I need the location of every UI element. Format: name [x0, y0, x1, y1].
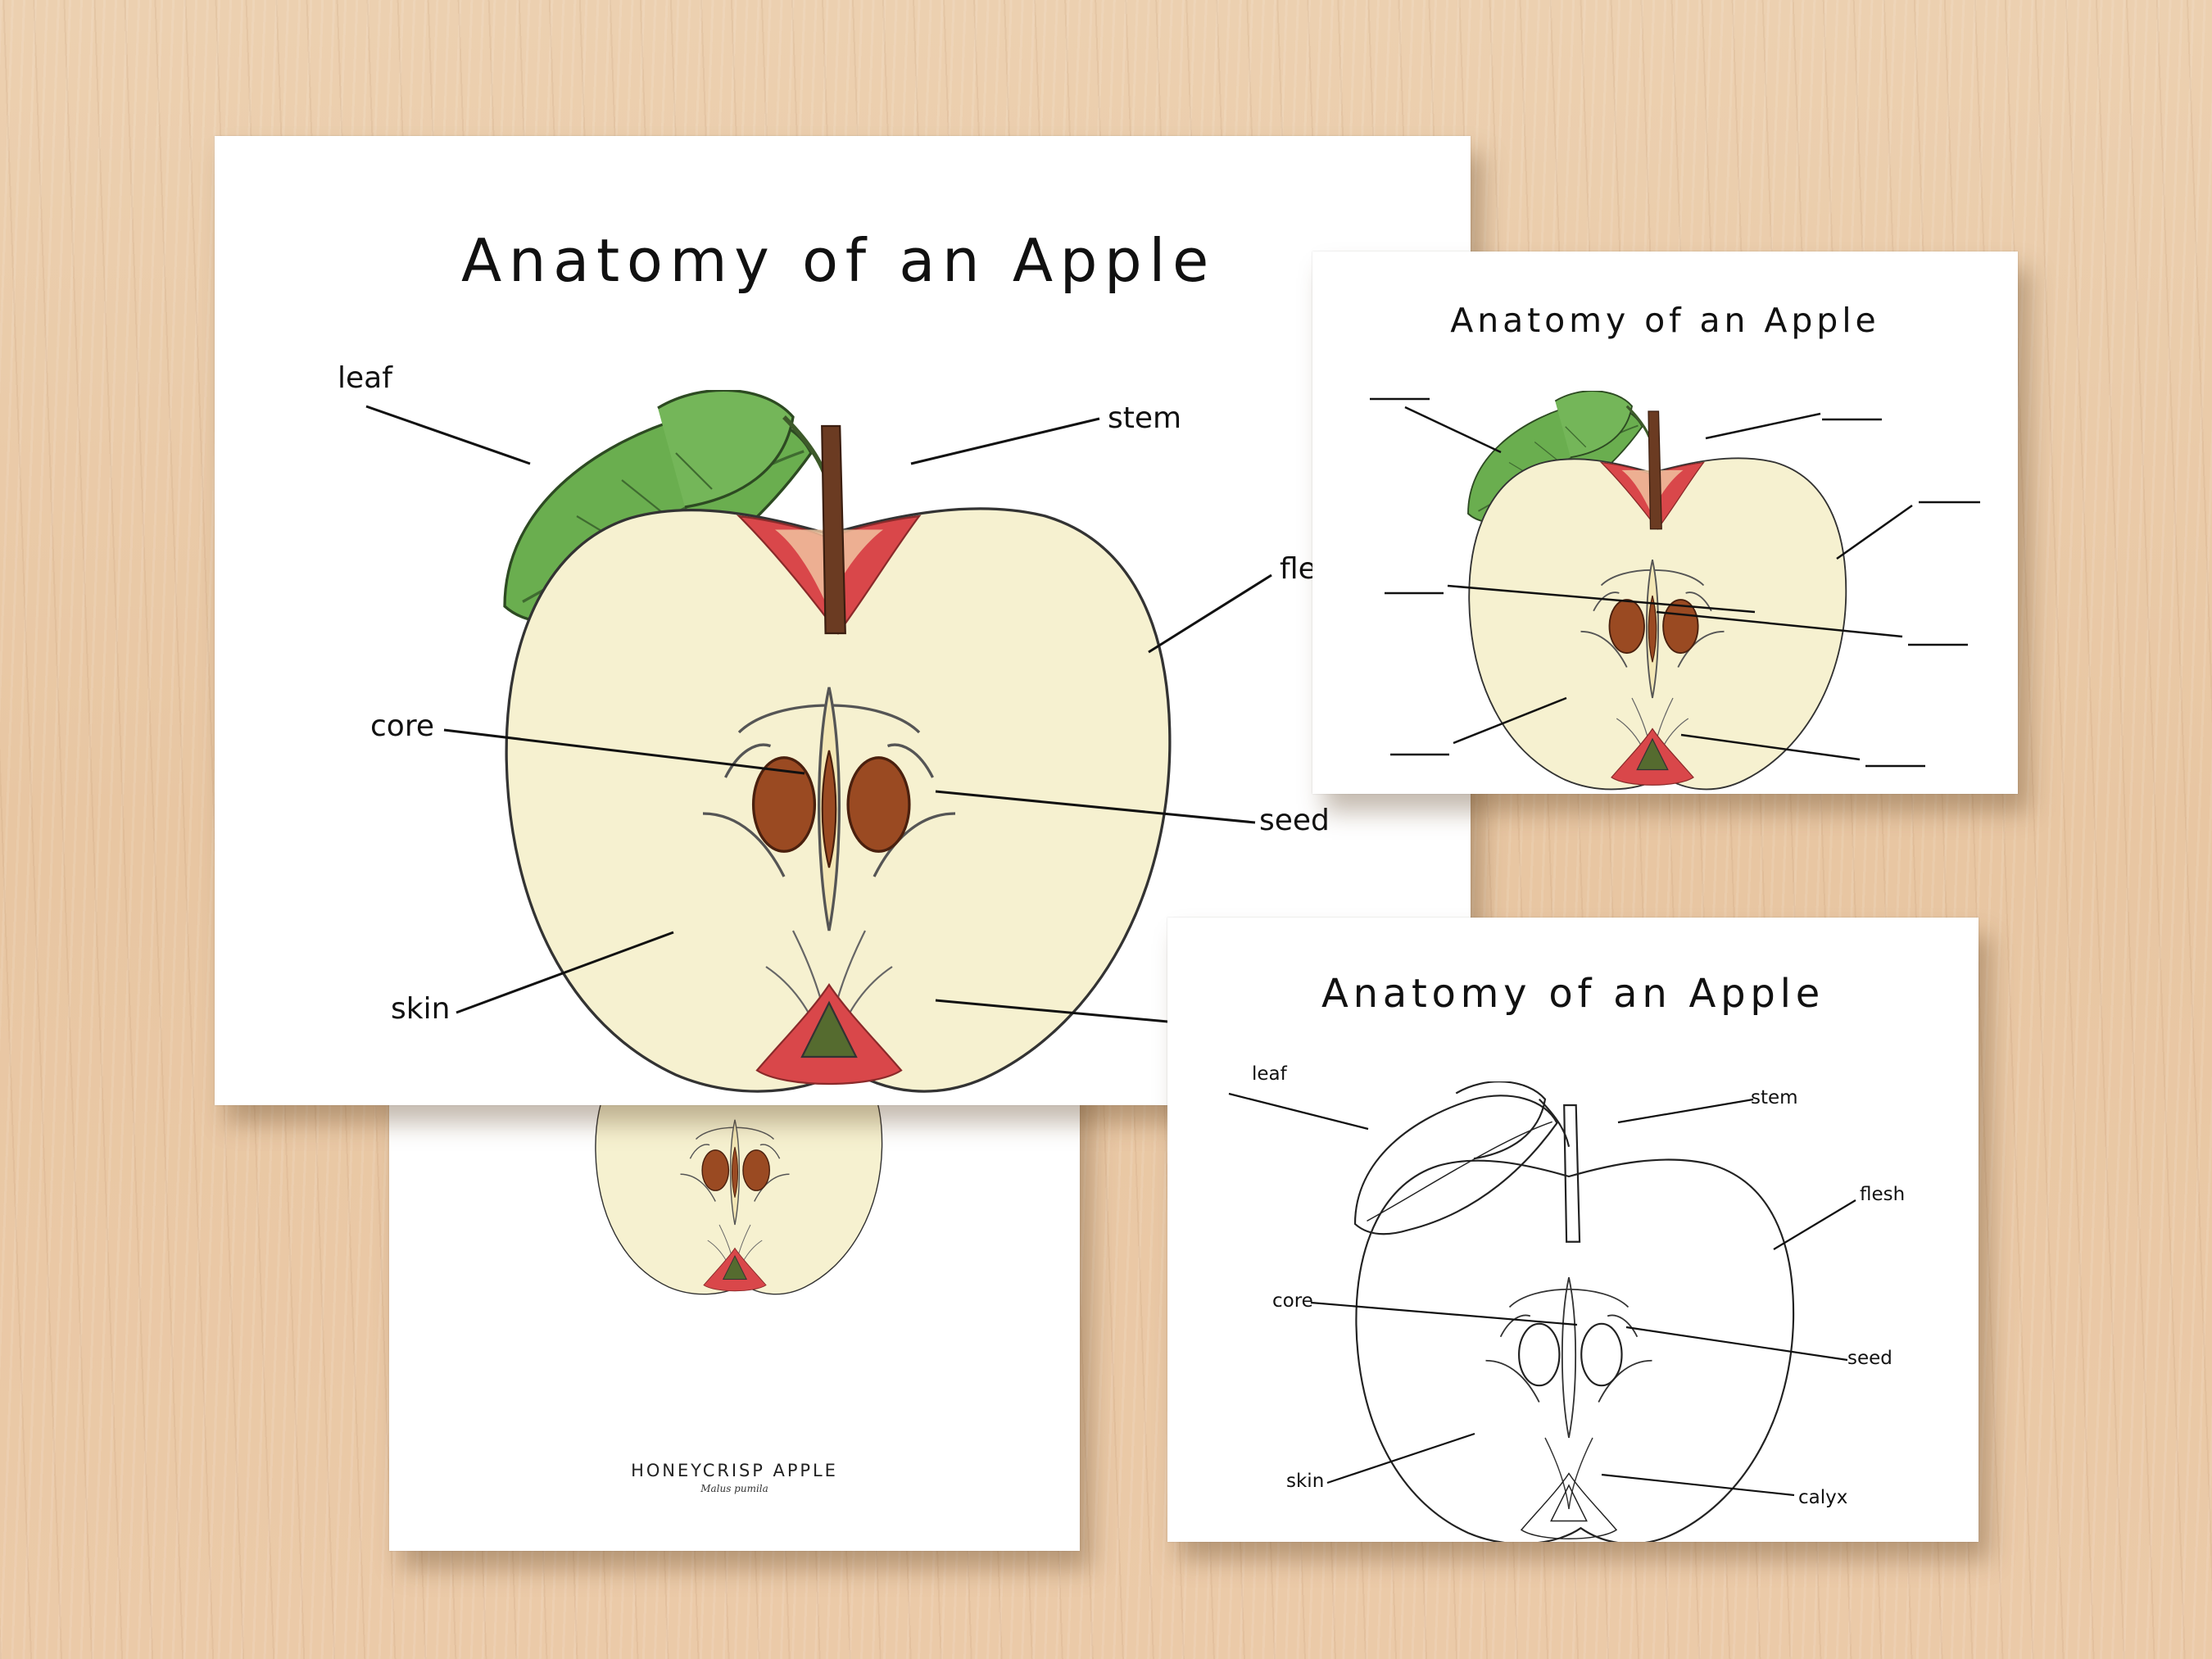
color-labeled-title: Anatomy of an Apple: [461, 226, 1216, 295]
outline-label-calyx: calyx: [1798, 1487, 1848, 1508]
blank-lines: [1370, 397, 1980, 768]
outline-labeled-title: Anatomy of an Apple: [1321, 971, 1824, 1017]
outline-labeled-diagram: [1228, 1081, 1856, 1542]
outline-label-leaf: leaf: [1252, 1063, 1287, 1085]
outline-label-seed: seed: [1847, 1348, 1892, 1369]
outline-label-stem: stem: [1751, 1087, 1798, 1108]
color-labeled-sheet: Anatomy of an Apple leaf stem fle core s…: [215, 136, 1471, 1105]
label-leaf: leaf: [338, 361, 392, 395]
leader-lines: [1228, 1092, 1856, 1497]
outline-label-core: core: [1272, 1290, 1313, 1312]
apple-color-icon: [505, 390, 1170, 1091]
apple-color-icon: [1466, 391, 1847, 791]
poster-subcaption: Malus pumila: [700, 1483, 768, 1494]
outline-labeled-sheet: Anatomy of an Apple leaf stem flesh core…: [1167, 918, 1979, 1542]
label-stem: stem: [1108, 401, 1182, 435]
color-blank-diagram: [1370, 391, 1980, 791]
color-blank-title: Anatomy of an Apple: [1450, 301, 1880, 340]
label-flesh: fle: [1280, 552, 1317, 586]
outline-label-flesh: flesh: [1860, 1184, 1906, 1205]
poster-sheet: HONEYCRISP APPLE Malus pumila: [389, 1053, 1080, 1551]
outline-label-skin: skin: [1286, 1471, 1325, 1492]
label-seed: seed: [1259, 804, 1330, 837]
color-blank-sheet: Anatomy of an Apple: [1312, 252, 2018, 794]
label-core: core: [370, 709, 434, 743]
poster-caption: HONEYCRISP APPLE: [631, 1461, 838, 1480]
label-skin: skin: [391, 992, 451, 1026]
